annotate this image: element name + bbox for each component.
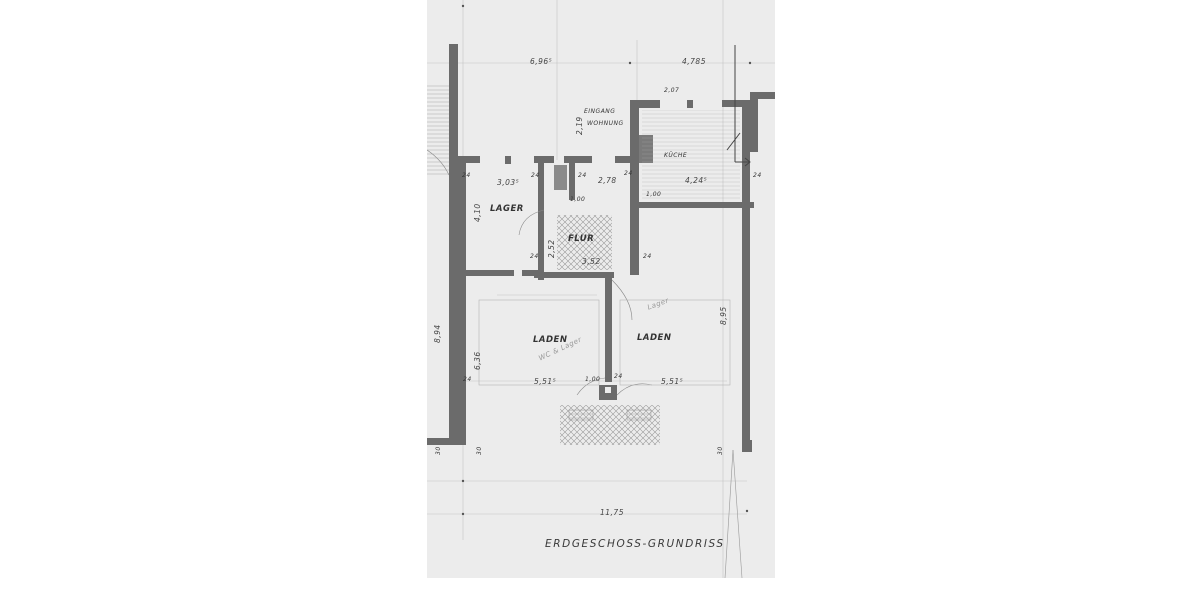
neighbor-stair [427,85,449,175]
dim-wall-30-a: 30 [435,446,442,455]
dim-wall-24-a: 24 [462,172,471,179]
dim-lager-width: 3,03⁵ [497,178,520,187]
floor-plan-sheet: EINGANG WOHNUNG KÜCHE LAGER FLUR LADEN L… [427,0,775,578]
dim-wall-24-e: 24 [753,172,762,179]
dim-hall-height: 2,52 [547,239,556,258]
dim-lager-height: 4,10 [473,203,482,222]
dim-top-right: 4,785 [682,57,706,66]
room-label-shop-right: LADEN [637,333,672,343]
dim-wall-24-d: 24 [624,170,633,177]
dim-pillar: 1,00 [585,376,601,383]
dim-wall-24-h: 24 [463,376,472,383]
dim-wall-24-g: 24 [643,253,652,260]
dim-wall-30-b: 30 [476,446,483,455]
dim-entrance-height: 2,19 [575,116,584,135]
dim-hall-width: 2,78 [598,176,617,185]
dim-kitchen-small: 1,00 [646,191,662,198]
dim-kitchen-width: 4,24⁵ [685,176,708,185]
kitchen-tiles [642,110,740,200]
dim-right-height: 8,95 [719,306,728,325]
room-label-kitchen: KÜCHE [664,152,688,159]
dim-shop-right-width: 5,51⁵ [661,377,684,386]
room-label-storage: LAGER [490,204,524,214]
dim-hall-depth: 3,52 [582,257,601,266]
dim-shop-height: 6,36 [473,351,482,370]
floor-plan-drawing [427,0,775,578]
dim-wall-24-b: 24 [531,172,540,179]
north-arrow [726,45,751,167]
room-label-entrance-sub: WOHNUNG [587,120,624,127]
dim-shop-left-width: 5,51⁵ [534,377,557,386]
construction-lines [427,0,775,578]
dim-wall-24-c: 24 [578,172,587,179]
dim-kitchen-top: 2,07 [664,87,680,94]
dim-total-width: 11,75 [600,508,624,517]
dim-top-left: 6,96⁵ [530,57,553,66]
dim-wall-24-i: 24 [614,373,623,380]
chimney [554,165,567,190]
reference-dots [461,4,752,516]
drawing-title: ERDGESCHOSS-GRUNDRISS [545,538,725,550]
dim-wall-24-f: 24 [530,253,539,260]
room-label-hall: FLUR [568,234,595,244]
dim-total-height: 8,94 [433,324,442,343]
dim-wc: 1,00 [570,196,586,203]
room-label-shop-left: LADEN [533,335,568,345]
hall-floor [557,215,612,270]
room-label-entrance: EINGANG [584,108,616,115]
dim-wall-30-c: 30 [717,446,724,455]
